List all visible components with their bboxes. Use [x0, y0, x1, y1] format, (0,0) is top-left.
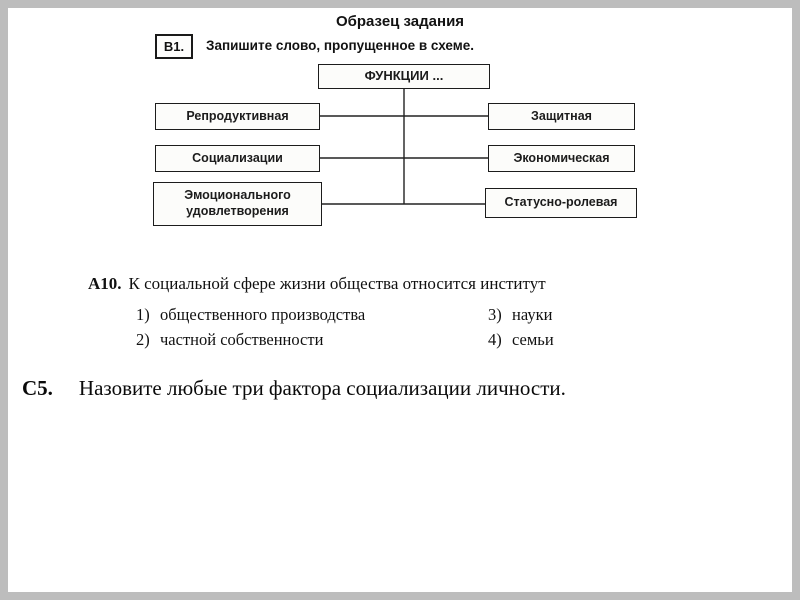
- task-label: В1.: [163, 39, 185, 54]
- option-4-text: семьи: [512, 330, 554, 349]
- option-3-text: науки: [512, 305, 553, 324]
- option-2-number: 2): [136, 330, 150, 349]
- task-label-box: В1.: [155, 34, 193, 59]
- option-4-number: 4): [488, 330, 502, 349]
- diagram-root-box: ФУНКЦИИ ...: [318, 64, 490, 89]
- option-1-number: 1): [136, 305, 150, 324]
- option-2: 2) частной собственности: [136, 330, 323, 350]
- question-a10-text: К социальной сфере жизни общества относи…: [128, 274, 546, 293]
- option-3-number: 3): [488, 305, 502, 324]
- question-c5: С5. Назовите любые три фактора социализац…: [22, 376, 566, 401]
- option-2-text: частной собственности: [160, 330, 324, 349]
- diagram-box-reproductive: Репродуктивная: [155, 103, 320, 130]
- sample-task-title: Образец задания: [335, 13, 465, 30]
- diagram-box-emotional: Эмоционального удовлетворения: [153, 182, 322, 226]
- question-c5-text: Назовите любые три фактора социализации …: [78, 376, 566, 400]
- diagram-box-status-role: Статусно-ролевая: [485, 188, 637, 218]
- option-4: 4) семьи: [488, 330, 554, 350]
- diagram-box-protective: Защитная: [488, 103, 635, 130]
- slide-page: Образец задания В1. Запишите слово, проп…: [8, 8, 792, 592]
- diagram-box-socialization: Социализации: [155, 145, 320, 172]
- option-1-text: общественного производства: [160, 305, 366, 324]
- option-1: 1) общественного производства: [136, 305, 365, 325]
- question-a10: А10. К социальной сфере жизни общества от…: [88, 274, 546, 294]
- diagram-box-economic: Экономическая: [488, 145, 635, 172]
- task-instruction: Запишите слово, пропущенное в схеме.: [206, 38, 475, 53]
- option-3: 3) науки: [488, 305, 552, 325]
- question-a10-label: А10.: [88, 274, 122, 293]
- question-c5-label: С5.: [22, 376, 53, 400]
